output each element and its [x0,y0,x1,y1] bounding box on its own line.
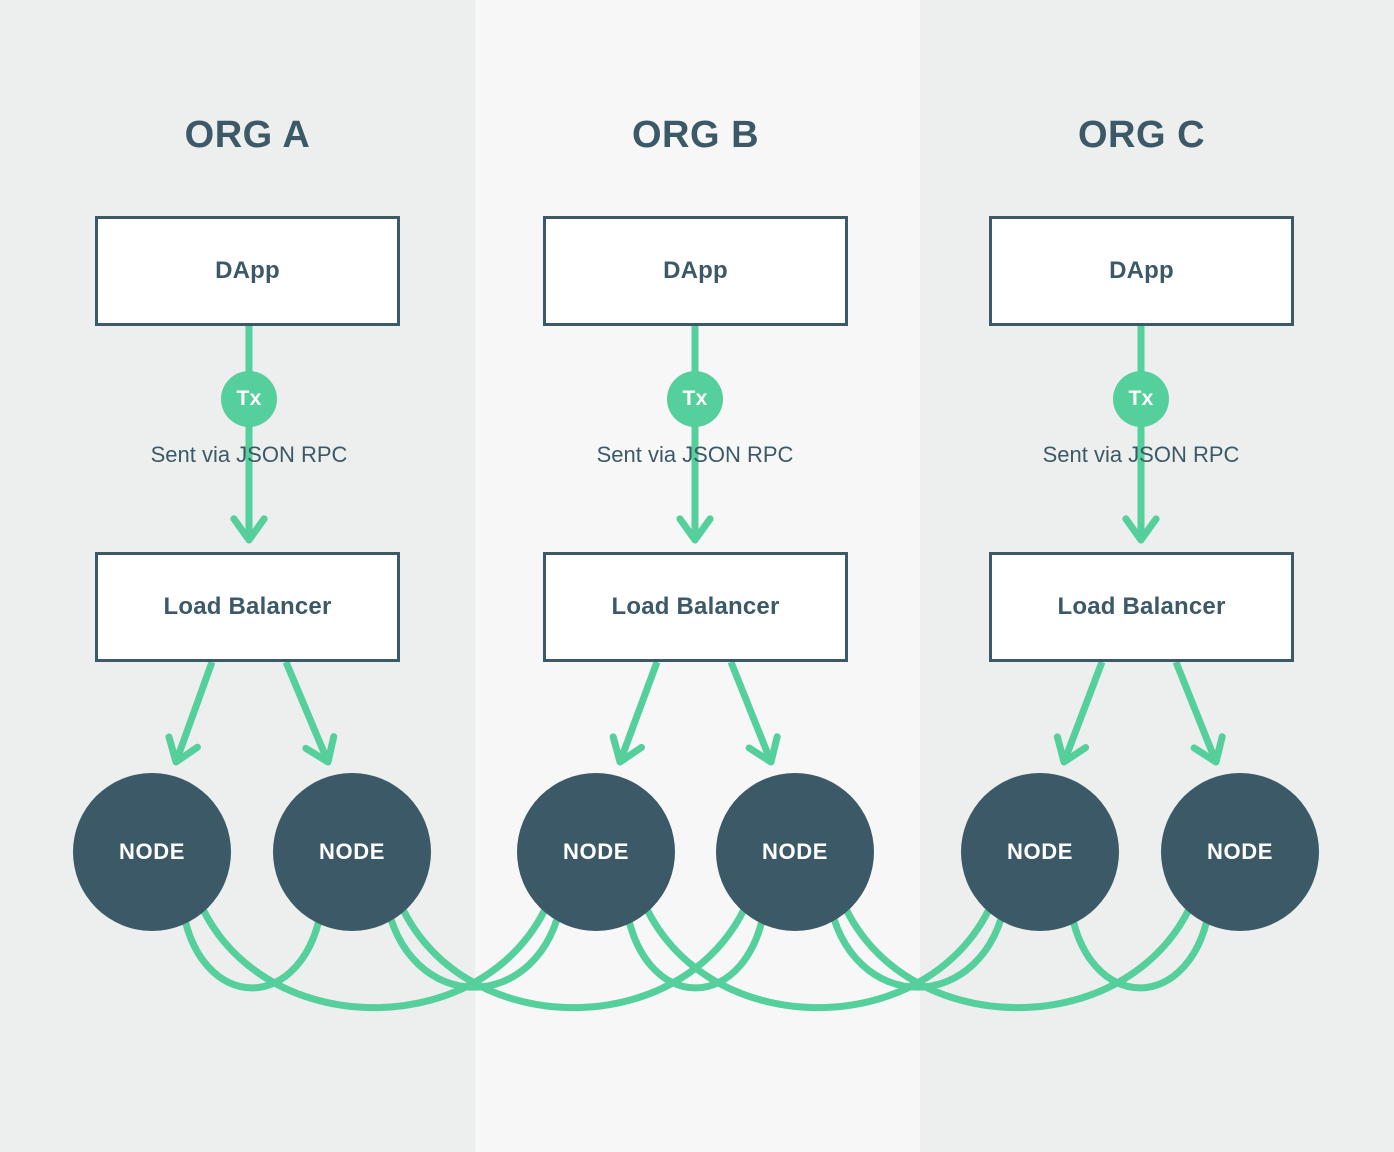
dapp-box-org-c[interactable]: DApp [989,216,1294,326]
balancer-to-node-shaft-2 [616,660,661,764]
dapp-label: DApp [1109,257,1174,284]
balancer-to-node-shaft-3 [727,660,775,764]
node-label: NODE [119,839,185,864]
dapp-label: DApp [215,257,280,284]
node-label: NODE [762,839,828,864]
tx-to-balancer-arrowhead-0 [230,515,268,544]
rpc-label-org-b: Sent via JSON RPC [596,442,794,467]
org-title-org-c: ORG C [1077,114,1206,156]
dapp-label: DApp [663,257,728,284]
peer-link-0-2 [191,886,557,1011]
balancer-to-node-arrowhead-0 [165,733,201,766]
node-circle-org-c-1[interactable]: NODE [1161,773,1319,931]
peer-link-4-5 [1065,897,1215,992]
node-circle-org-c-0[interactable]: NODE [961,773,1119,931]
org-title-org-b: ORG B [631,114,760,156]
balancer-to-node-arrowhead-2 [609,733,646,766]
balancer-to-node-arrowhead-1 [302,733,338,766]
balancer-to-node-shaft-5 [1172,660,1220,764]
tx-badge-org-b[interactable]: Tx [667,371,723,427]
rpc-label-org-c: Sent via JSON RPC [1042,442,1240,467]
peer-link-1-3 [391,886,756,1011]
dapp-box-org-a[interactable]: DApp [95,216,400,326]
node-circle-org-b-1[interactable]: NODE [716,773,874,931]
load-balancer-label: Load Balancer [1057,593,1226,620]
node-label: NODE [319,839,385,864]
node-circle-org-b-0[interactable]: NODE [517,773,675,931]
tx-to-balancer-arrowhead-2 [1122,515,1160,544]
balancer-to-node-arrowhead-5 [1190,733,1226,766]
peer-link-1-2 [382,894,566,991]
node-label: NODE [1007,839,1073,864]
tx-badge-label: Tx [236,387,262,410]
tx-badge-org-c[interactable]: Tx [1113,371,1169,427]
balancer-to-node-shaft-4 [1060,660,1106,764]
balancer-to-node-arrowhead-4 [1053,733,1090,766]
node-label: NODE [1207,839,1273,864]
load-balancer-label: Load Balancer [163,593,332,620]
tx-badge-label: Tx [682,387,708,410]
tx-badge-label: Tx [1128,387,1154,410]
balancer-to-node-arrowhead-3 [745,733,781,766]
load-balancer-box-org-b[interactable]: Load Balancer [543,552,848,662]
peer-link-2-3 [621,897,770,992]
load-balancer-label: Load Balancer [611,593,780,620]
dapp-box-org-b[interactable]: DApp [543,216,848,326]
org-title-org-a: ORG A [184,114,311,156]
peer-link-2-4 [635,886,1001,1011]
load-balancer-box-org-c[interactable]: Load Balancer [989,552,1294,662]
tx-badge-org-a[interactable]: Tx [221,371,277,427]
balancer-to-node-shaft-1 [282,660,332,764]
peer-link-3-4 [825,894,1010,991]
rpc-label-org-a: Sent via JSON RPC [150,442,348,467]
balancer-to-node-shaft-0 [172,660,216,764]
load-balancer-box-org-a[interactable]: Load Balancer [95,552,400,662]
node-circle-org-a-1[interactable]: NODE [273,773,431,931]
peer-link-3-5 [834,885,1201,1011]
node-circle-org-a-0[interactable]: NODE [73,773,231,931]
peer-link-0-1 [177,897,327,992]
tx-to-balancer-arrowhead-1 [676,515,714,544]
node-label: NODE [563,839,629,864]
